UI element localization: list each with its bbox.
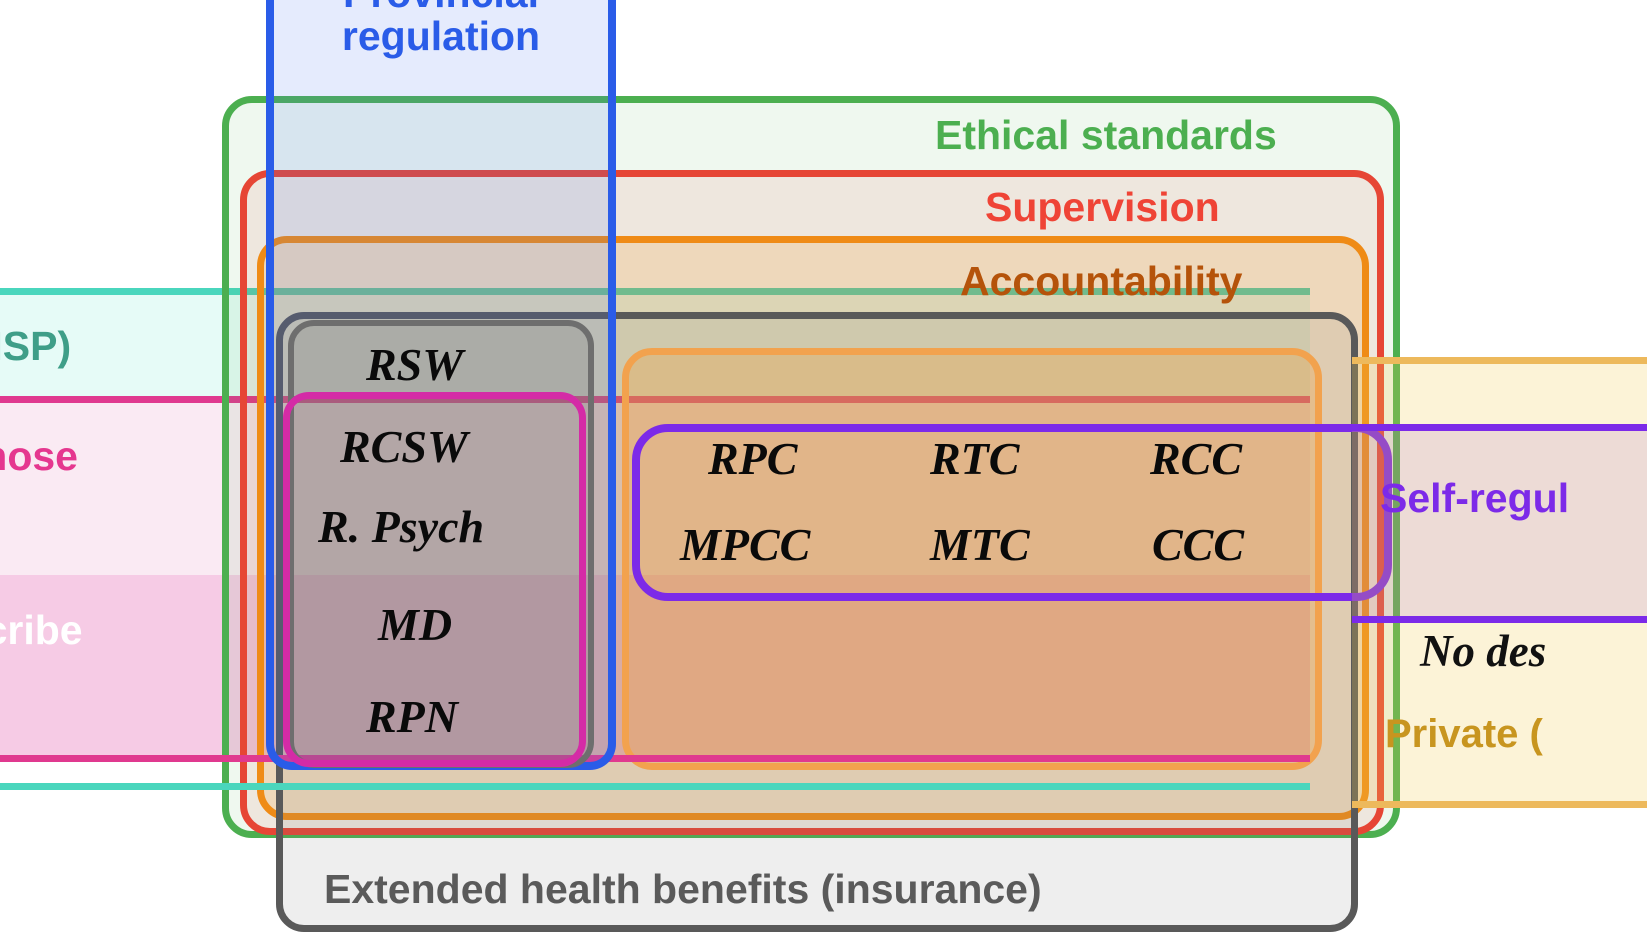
credential-mpcc: MPCC — [680, 519, 811, 570]
credential-mtc: MTC — [930, 519, 1030, 570]
credential-ccc: CCC — [1152, 519, 1245, 570]
box-accountability — [257, 236, 1369, 820]
box-magenta-diagnose-inner — [283, 392, 586, 767]
credential-rcsw: RCSW — [340, 421, 468, 472]
band-public-msp-label: lic (MSP) — [0, 323, 72, 369]
box-inner-unregulated-group — [622, 348, 1322, 770]
band-prescribe-label: prescribe — [0, 607, 83, 653]
label-private-pay: Private ( — [1385, 712, 1543, 756]
band-diagnose-bottom-edge — [0, 755, 1310, 762]
credential-rpc: RPC — [708, 433, 798, 484]
label-accountability: Accountability — [960, 258, 1243, 304]
label-supervision: Supervision — [985, 184, 1220, 230]
band-public-msp-bottom-edge — [0, 783, 1310, 790]
credential-r-psych: R. Psych — [318, 501, 485, 552]
credential-md: MD — [378, 599, 453, 650]
band-self-regulated — [1352, 424, 1647, 623]
label-provincial-regulation: Provincial regulation — [282, 0, 600, 59]
credential-rcc: RCC — [1150, 433, 1243, 484]
band-private-pay — [1352, 357, 1647, 808]
box-supervision — [240, 170, 1384, 835]
band-prescribe: prescribe — [0, 575, 1310, 760]
band-public-msp: lic (MSP) — [0, 288, 1310, 396]
label-ethical-standards: Ethical standards — [935, 112, 1277, 158]
credential-rtc: RTC — [930, 433, 1020, 484]
column-provincial-regulation — [266, 0, 616, 770]
label-extended-health-benefits: Extended health benefits (insurance) — [324, 866, 1042, 912]
box-extended-health-benefits — [276, 312, 1358, 932]
band-diagnose-label: diagnose — [0, 433, 78, 479]
box-purple-self-regulated-inner — [632, 424, 1392, 601]
credential-rpn: RPN — [366, 691, 458, 742]
label-no-designation: No des — [1420, 626, 1547, 676]
credential-rsw: RSW — [366, 339, 464, 390]
label-provincial-regulation-line1: Provincial — [282, 0, 600, 15]
box-ethical-standards — [222, 96, 1400, 838]
label-provincial-regulation-line2: regulation — [341, 13, 541, 60]
label-self-regulated: Self-regul — [1380, 475, 1570, 521]
